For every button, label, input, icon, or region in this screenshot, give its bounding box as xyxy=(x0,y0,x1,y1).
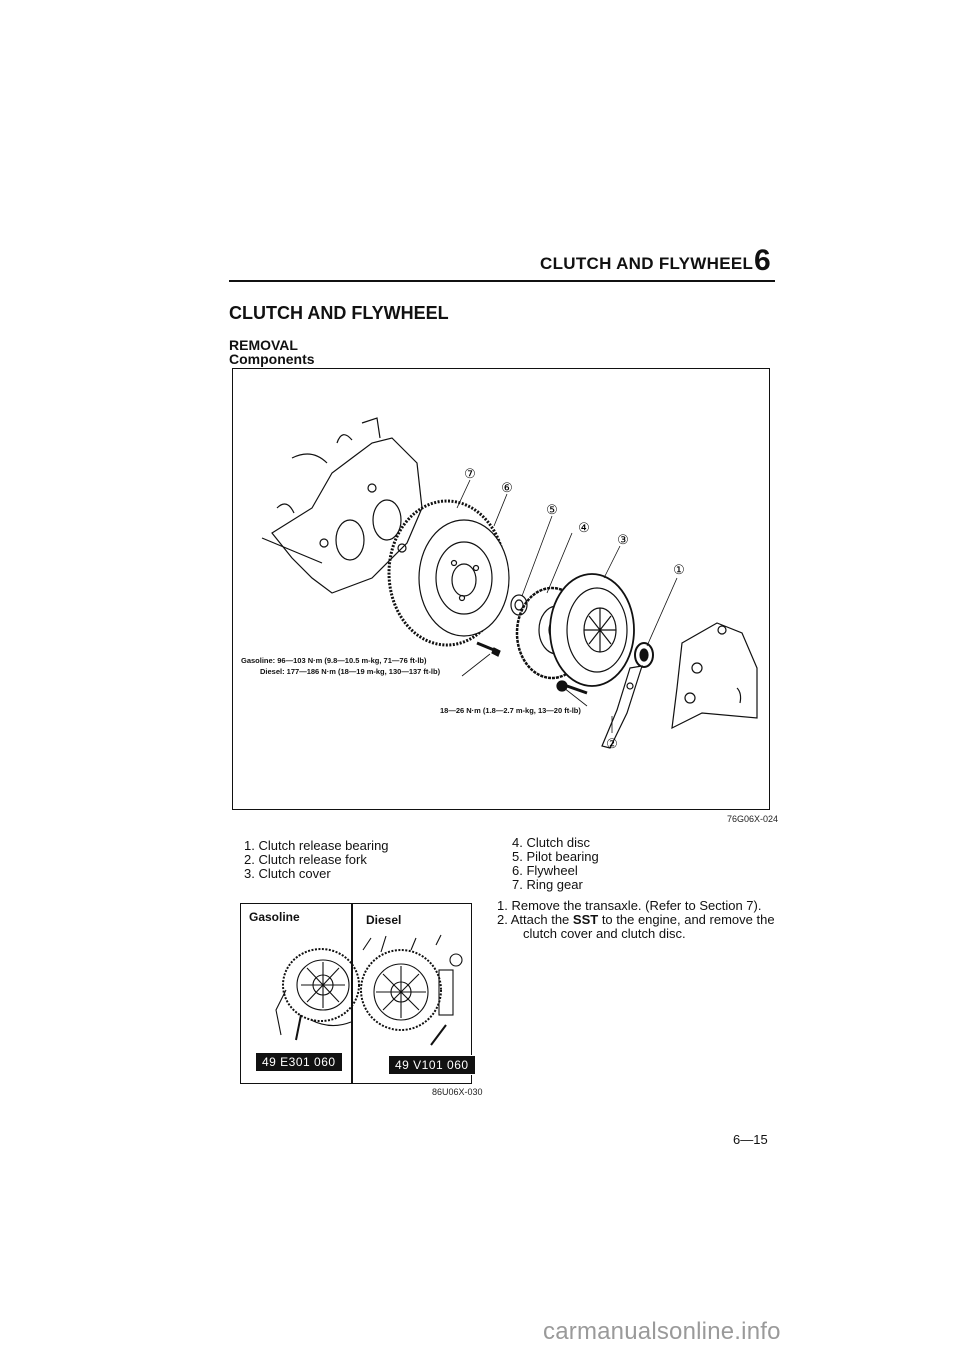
sst-figure-divider xyxy=(351,903,353,1084)
callout-2: ② xyxy=(606,736,618,751)
components-figure-frame xyxy=(232,368,770,810)
list-item: 3. Clutch cover xyxy=(244,866,331,881)
callout-3: ③ xyxy=(617,532,629,547)
sst-figure-frame xyxy=(240,903,472,1084)
components-list-right: 4. Clutch disc 5. Pilot bearing 6. Flywh… xyxy=(512,836,599,892)
step-2: 2. Attach the SST to the engine, and rem… xyxy=(497,912,775,941)
section-number: 6 xyxy=(754,244,771,277)
diesel-tool-number: 49 V101 060 xyxy=(388,1055,476,1075)
callout-5: ⑤ xyxy=(546,502,558,517)
gasoline-tool-number: 49 E301 060 xyxy=(255,1052,343,1072)
procedure-steps: 1. Remove the transaxle. (Refer to Secti… xyxy=(497,899,787,941)
step-1: 1. Remove the transaxle. (Refer to Secti… xyxy=(497,898,762,913)
header-rule xyxy=(229,280,775,282)
list-item: 1. Clutch release bearing xyxy=(244,838,389,853)
callout-4: ④ xyxy=(578,520,590,535)
callout-6: ⑥ xyxy=(501,480,513,495)
subheading-removal: REMOVAL xyxy=(229,337,298,353)
figure1-code: 76G06X-024 xyxy=(727,814,779,824)
list-item: 7. Ring gear xyxy=(512,877,583,892)
section-title: CLUTCH AND FLYWHEEL xyxy=(229,303,449,323)
callout-7: ⑦ xyxy=(464,466,476,481)
subheading-components: Components xyxy=(229,351,315,367)
running-header-title: CLUTCH AND FLYWHEEL xyxy=(540,254,754,273)
sst-keyword: SST xyxy=(572,912,599,927)
clutch-exploded-diagram: ⑦ ⑥ ⑤ ④ ③ ① ② xyxy=(261,417,758,751)
watermark: carmanualsonline.info xyxy=(543,1318,781,1345)
list-item: 5. Pilot bearing xyxy=(512,849,599,864)
torque-cover-bolt: 18—26 N·m (1.8—2.7 m-kg, 13—20 ft-lb) xyxy=(440,706,581,715)
list-item: 6. Flywheel xyxy=(512,863,578,878)
sst-illustrations xyxy=(275,934,463,1046)
callout-1: ① xyxy=(673,562,685,577)
figure2-code: 86U06X-030 xyxy=(432,1087,483,1097)
list-item: 2. Clutch release fork xyxy=(244,852,367,867)
torque-diesel: Diesel: 177—186 N·m (18—19 m-kg, 130—137… xyxy=(260,667,441,676)
torque-gasoline: Gasoline: 96—103 N·m (9.8—10.5 m-kg, 71—… xyxy=(241,656,427,665)
page-number: 6—15 xyxy=(733,1132,768,1147)
gasoline-label: Gasoline xyxy=(249,910,300,924)
list-item: 4. Clutch disc xyxy=(512,835,591,850)
diesel-label: Diesel xyxy=(366,913,402,927)
components-list-left: 1. Clutch release bearing 2. Clutch rele… xyxy=(244,839,389,881)
